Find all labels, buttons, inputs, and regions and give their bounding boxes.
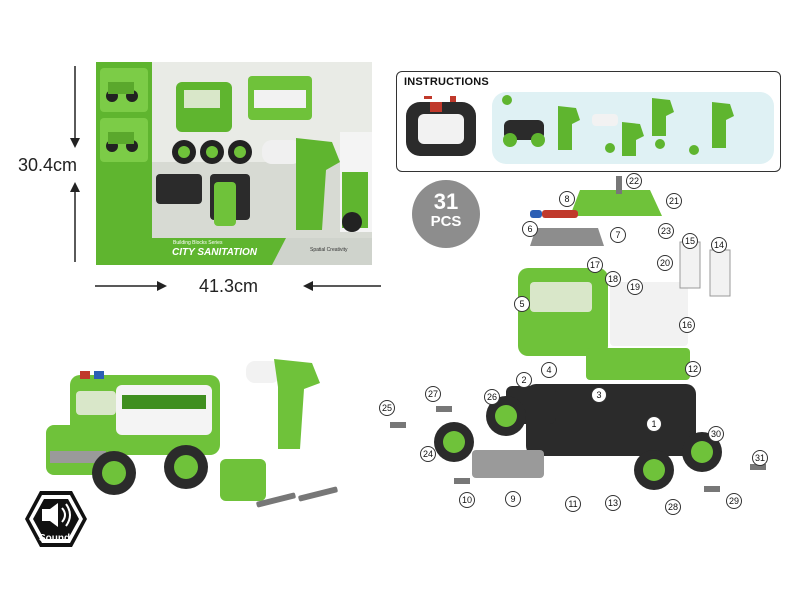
callout-6: 6 bbox=[522, 221, 538, 237]
callout-2: 2 bbox=[516, 372, 532, 388]
callout-7: 7 bbox=[610, 227, 626, 243]
callout-24: 24 bbox=[420, 446, 436, 462]
callout-25: 25 bbox=[379, 400, 395, 416]
callout-5: 5 bbox=[514, 296, 530, 312]
piece-count-badge: 31 PCS bbox=[412, 180, 480, 248]
sound-badge bbox=[24, 490, 88, 548]
sound-icon bbox=[24, 490, 25, 491]
instructions-title: INSTRUCTIONS bbox=[404, 76, 489, 88]
callout-19: 19 bbox=[627, 279, 643, 295]
callout-26: 26 bbox=[484, 389, 500, 405]
callout-13: 13 bbox=[605, 495, 621, 511]
callout-16: 16 bbox=[679, 317, 695, 333]
callout-14: 14 bbox=[711, 237, 727, 253]
callout-9: 9 bbox=[505, 491, 521, 507]
box-brand-tag: Spatial Creativity bbox=[310, 247, 348, 253]
callout-28: 28 bbox=[665, 499, 681, 515]
callout-4: 4 bbox=[541, 362, 557, 378]
callout-27: 27 bbox=[425, 386, 441, 402]
callout-3: 3 bbox=[591, 387, 607, 403]
callout-1: 1 bbox=[646, 416, 662, 432]
callout-31: 31 bbox=[752, 450, 768, 466]
width-dimension bbox=[93, 278, 383, 294]
callout-10: 10 bbox=[459, 492, 475, 508]
callout-30: 30 bbox=[708, 426, 724, 442]
callout-29: 29 bbox=[726, 493, 742, 509]
height-dimension bbox=[60, 64, 90, 264]
callout-21: 21 bbox=[666, 193, 682, 209]
exploded-parts-diagram bbox=[380, 170, 780, 510]
box-series-label: Building Blocks Series bbox=[173, 240, 223, 246]
callout-12: 12 bbox=[685, 361, 701, 377]
callout-15: 15 bbox=[682, 233, 698, 249]
callout-18: 18 bbox=[605, 271, 621, 287]
instructions-illustration bbox=[400, 92, 775, 166]
height-label: 30.4cm bbox=[18, 155, 78, 175]
product-box-image bbox=[96, 62, 372, 265]
callout-20: 20 bbox=[657, 255, 673, 271]
callout-22: 22 bbox=[626, 173, 642, 189]
piece-count: 31 bbox=[433, 189, 459, 214]
callout-11: 11 bbox=[565, 496, 581, 512]
piece-unit: PCS bbox=[430, 213, 462, 230]
callout-17: 17 bbox=[587, 257, 603, 273]
box-product-title: CITY SANITATION bbox=[172, 247, 257, 258]
callout-8: 8 bbox=[559, 191, 575, 207]
callout-23: 23 bbox=[658, 223, 674, 239]
sound-label: Sound bbox=[39, 533, 71, 544]
assembled-truck-image bbox=[36, 355, 346, 515]
width-label: 41.3cm bbox=[199, 276, 259, 296]
